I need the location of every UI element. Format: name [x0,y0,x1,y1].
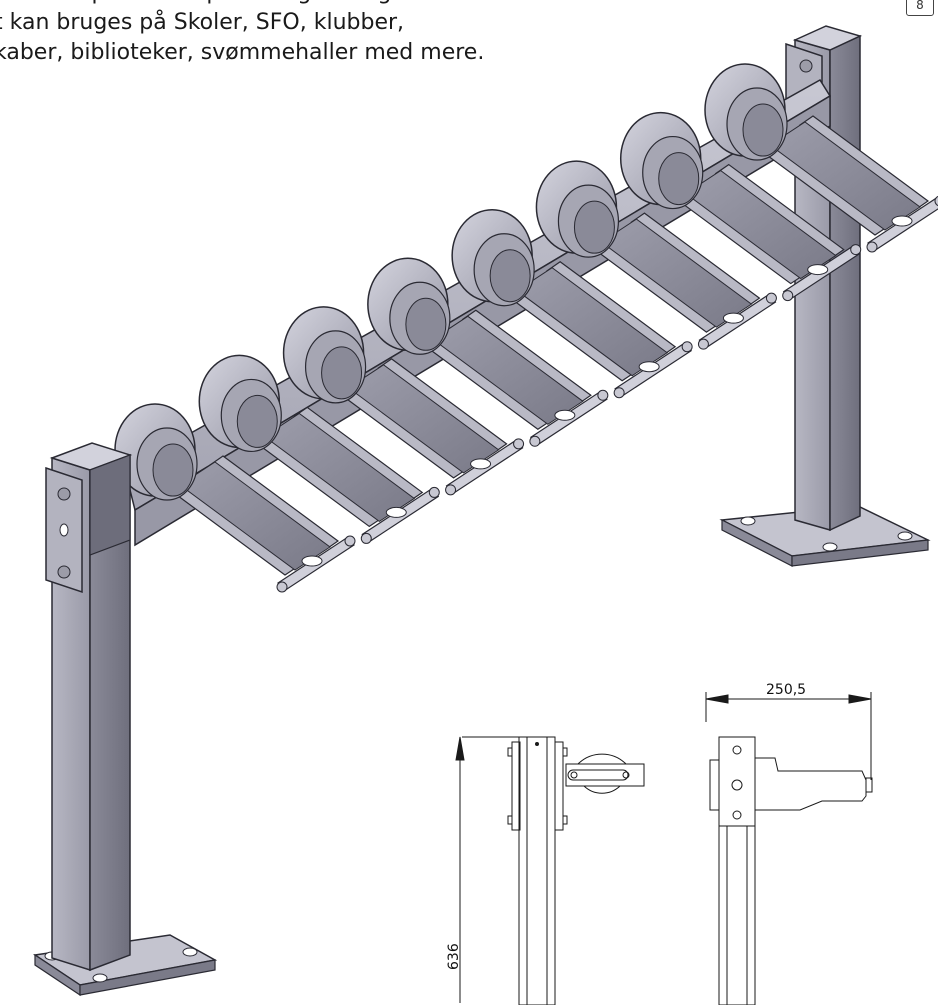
wheel-holder [114,403,356,593]
description-text: odel har plads til 8 parkerings mulighed… [0,0,594,68]
wheel-holder [282,306,525,496]
wheel-holder [619,111,862,302]
dimension-height-label: 636 [446,943,462,970]
wheel-holder [451,208,693,399]
description-line-2: t kan bruges på Skoler, SFO, klubber, [0,10,405,35]
description-line-3: kaber, biblioteker, svømmehaller med mer… [0,40,485,65]
dimension-width-label: 250,5 [766,682,806,698]
wheel-holders [114,63,938,593]
wheel-holder [535,160,777,350]
end-view-drawing [705,692,873,1005]
wheel-holder [198,354,440,544]
wheel-holder [367,257,609,447]
left-post [32,442,218,997]
description-line-1: odel har plads til 8 parkerings mulighed… [0,0,594,8]
wheel-holder [704,63,938,253]
page-marker: 8 [906,0,934,16]
side-view-drawing [455,736,645,1005]
